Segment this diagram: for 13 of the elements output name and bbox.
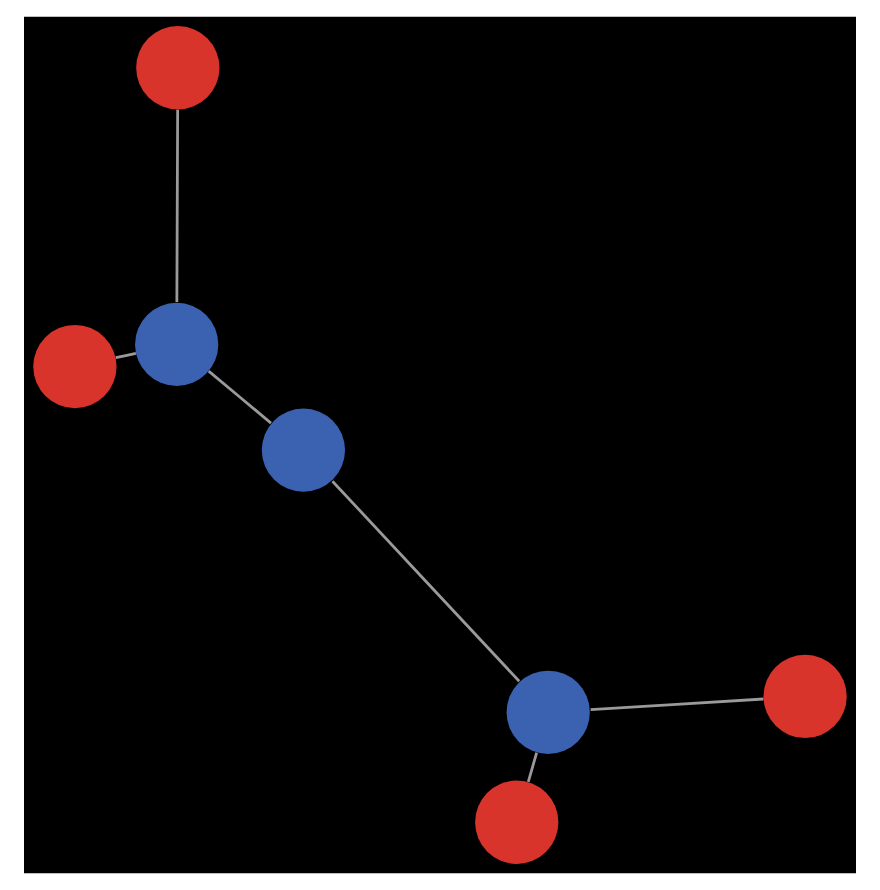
connector: [175, 109, 180, 302]
node-circle: [33, 324, 117, 409]
connector: [331, 480, 521, 683]
connector: [590, 697, 764, 712]
node-circle: [475, 780, 559, 864]
connector: [207, 370, 272, 425]
node-circle: [261, 408, 346, 492]
node-circle: [506, 670, 590, 754]
node-circle: [763, 654, 847, 739]
node-circle: [135, 302, 219, 387]
node-circle: [136, 26, 220, 110]
connector: [115, 351, 137, 360]
connector: [526, 752, 538, 783]
